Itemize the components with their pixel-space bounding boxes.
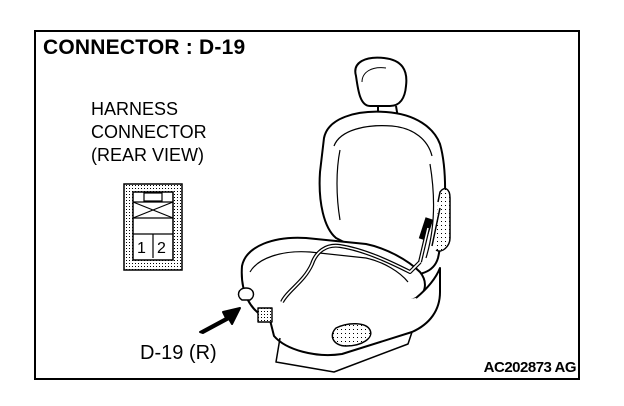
page-title: CONNECTOR : D-19 [43, 36, 246, 59]
diagram-artwork: 1 2 [123, 56, 451, 373]
figure-code: AC202873 AG [483, 359, 577, 376]
connector-face-icon: 1 2 [123, 183, 183, 271]
connector-caption-line-2: CONNECTOR [91, 122, 207, 142]
pointer-arrow-icon [199, 307, 241, 334]
pin-2-label: 2 [157, 240, 166, 257]
connector-callout-label: D-19 (R) [140, 342, 217, 364]
diagram-frame: CONNECTOR : D-19 HARNESS CONNECTOR (REAR… [34, 30, 580, 380]
connector-caption-line-3: (REAR VIEW) [91, 145, 205, 165]
connector-caption-line-1: HARNESS [91, 99, 179, 119]
seat-illustration [237, 56, 451, 373]
pin-1-label: 1 [137, 240, 146, 257]
connector-caption: HARNESS CONNECTOR (REAR VIEW) [91, 98, 207, 167]
